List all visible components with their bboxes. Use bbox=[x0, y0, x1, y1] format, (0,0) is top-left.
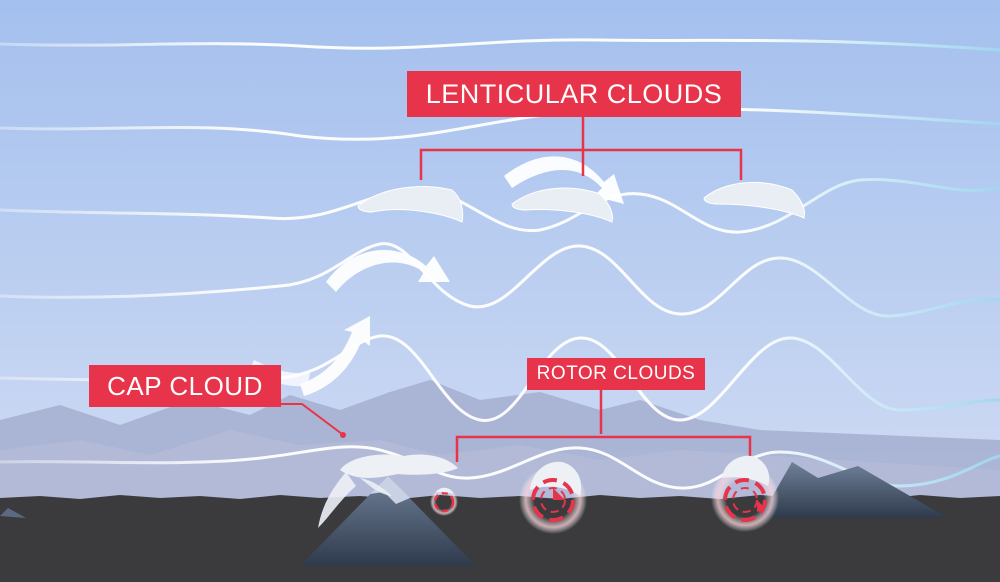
lenticular-cloud-1 bbox=[357, 186, 464, 223]
right-mountains bbox=[760, 462, 948, 518]
left-edge-mountain bbox=[0, 508, 26, 518]
lenticular-pointer bbox=[419, 117, 743, 180]
flow-arrow-1 bbox=[504, 156, 624, 204]
lenticular-cloud-3 bbox=[703, 181, 805, 219]
main-mountain-snow bbox=[370, 476, 410, 504]
cap-cloud-pointer bbox=[280, 403, 343, 435]
streamline-1 bbox=[0, 38, 1000, 52]
streamline-2 bbox=[0, 107, 1000, 141]
rotor-pointer bbox=[455, 390, 752, 462]
streamline-4 bbox=[0, 242, 1000, 318]
flow-arrow-3 bbox=[300, 316, 370, 396]
flow-arrow-2 bbox=[326, 250, 450, 292]
lenticular-clouds bbox=[357, 181, 805, 223]
cap-cloud bbox=[318, 454, 458, 528]
lenticular-cloud-2 bbox=[511, 187, 613, 223]
rotor-cloud-2 bbox=[519, 461, 587, 534]
cap-cloud-pointer-dot bbox=[340, 432, 346, 438]
rotor-clouds bbox=[430, 455, 779, 534]
lenticular-clouds-label: LENTICULAR CLOUDS bbox=[407, 71, 741, 117]
main-mountain bbox=[300, 476, 476, 566]
rotor-cloud-3 bbox=[711, 455, 779, 532]
streamline-3 bbox=[0, 178, 1000, 234]
cap-cloud-label: CAP CLOUD bbox=[89, 365, 281, 407]
rotor-clouds-label: ROTOR CLOUDS bbox=[527, 358, 705, 390]
rotor-cloud-1 bbox=[430, 487, 458, 516]
